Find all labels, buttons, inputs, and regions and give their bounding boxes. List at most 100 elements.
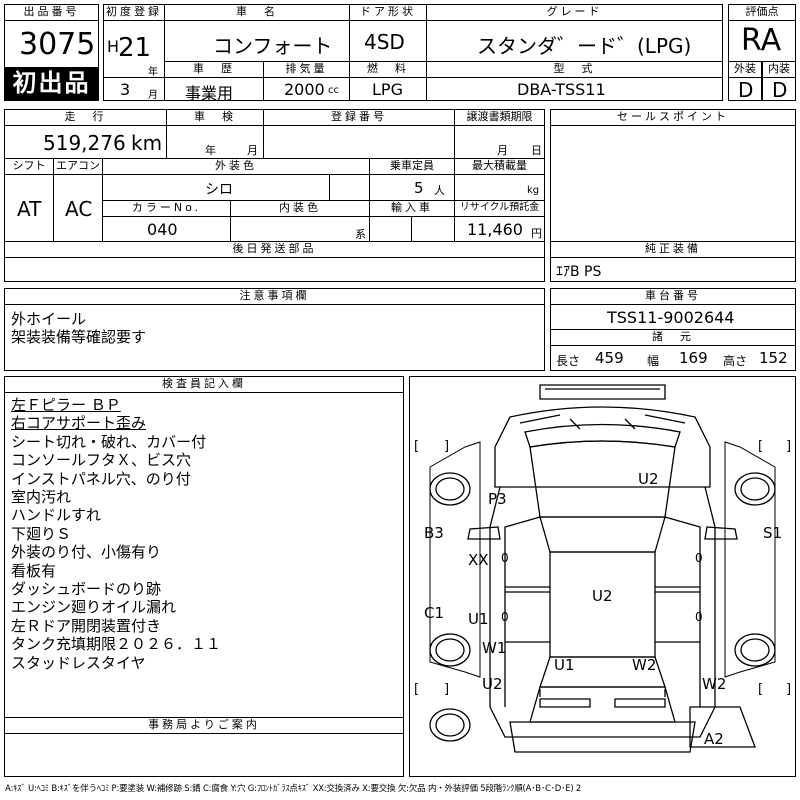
inspection-label: 車 検 [166,109,264,126]
inspector-line: 左Ｆピラー ＢＰ [11,396,121,414]
damage-mark: U1 [554,656,575,674]
damage-mark: 0 [695,551,703,565]
bracket-mark: [ [758,439,764,454]
damage-mark: W2 [632,656,657,674]
later-parts-label: 後日発送部品 [4,241,545,258]
length-label: 長さ [556,354,581,368]
height: 152 [759,349,788,367]
caution-line: 架装装備等確認要す [11,328,147,347]
inspector-line: シート切れ・破れ、カバー付 [11,432,207,451]
inspector-line: ハンドルすれ [11,506,102,525]
grade-label: グレード [426,4,723,21]
max-load-unit: kg [527,185,540,196]
damage-mark: S1 [763,524,783,542]
int-color-label: 内装色 [230,200,370,217]
caution-line: 外ホイール [11,310,87,328]
spec-cell: 長さ 459 幅 169 高さ 152 [550,345,796,371]
damage-mark: P3 [488,490,507,508]
int-grade: D [772,78,788,101]
height-label: 高さ [723,354,748,368]
year-unit: 年 [148,67,158,78]
insp-year-unit: 年 [205,144,216,157]
score: RA [741,23,782,58]
lot-number-label: 出品番号 [4,4,99,21]
import-label: 輸入車 [369,200,455,217]
damage-mark: U1 [468,610,489,628]
max-load-cell: kg [454,174,545,201]
max-load-label: 最大積載量 [454,158,545,175]
genuine-cell: ｴｱB PS [550,257,796,282]
recycle-cell: 11,460 円 [454,216,545,242]
fuel-label: 燃 料 [349,61,427,78]
grade-cell: スタンダ゛ード゛(LPG) [426,20,723,62]
door-cell: 4SD [349,20,427,62]
import-cell-a [369,216,412,242]
office-cell [4,733,404,777]
bracket-mark: ] [444,439,450,454]
bracket-mark: [ [758,682,764,697]
reg-no-cell [263,125,455,159]
int-grade-cell: D [762,77,796,101]
displacement-cell: 2000 cc [263,77,350,101]
damage-mark: W1 [482,639,507,657]
damage-mark: XX [468,551,489,569]
later-parts-cell [4,257,545,282]
model-label: 型 式 [426,61,723,78]
damage-mark: 0 [501,610,509,624]
chassis-cell: TSS11-9002644 [550,304,796,330]
length: 459 [595,349,624,367]
damage-mark: 0 [695,610,703,624]
reg-no-label: 登録番号 [263,109,455,126]
legend-text: A:ｷｽﾞ U:ﾍｺﾐ B:ｷｽﾞを伴うﾍｺﾐ P:要塗装 W:補修跡 S:錆 … [5,784,582,794]
color-no: 040 [147,220,178,239]
capacity-unit: 人 [434,184,445,197]
model-cell: DBA-TSS11 [426,77,723,101]
color-no-cell: 040 [102,216,231,242]
door-type: 4SD [364,30,405,54]
caution-label: 注意事項欄 [4,288,545,305]
bracket-mark: ] [786,439,792,454]
first-reg-label: 初度登録 [103,4,165,21]
inspector-label: 検査員記入欄 [4,376,404,393]
damage-mark: W2 [702,675,727,693]
displacement: 2000 [284,80,325,99]
reg-month: 3 [120,80,131,99]
mileage: 519,276 [43,131,126,155]
reg-year: 21 [118,33,152,63]
damage-mark: B3 [424,524,444,542]
color-no-label: カラーNo. [102,200,231,217]
int-grade-label: 内装 [762,61,796,78]
inspector-line: 右コアサポート歪み [11,414,147,433]
recycle: 11,460 [467,220,523,239]
recycle-unit: 円 [531,227,542,240]
chassis-number: TSS11-9002644 [607,308,735,327]
import-cell-b [411,216,455,242]
displacement-label: 排気量 [263,61,350,78]
first-reg-year: H 21 年 [103,20,165,78]
era-mark: H [107,37,120,56]
ac-cell: AC [53,174,103,242]
inspector-line: タンク充填期限２０２６．１１ [11,635,222,654]
score-label: 評価点 [728,4,796,21]
ac: AC [65,197,93,221]
damage-mark: A2 [704,730,724,748]
history: 事業用 [185,84,234,101]
ext-color-blank [329,174,370,201]
shift: AT [17,197,42,221]
bracket-mark: ] [444,682,450,697]
inspector-line: 左Ｒドア開閉装置付き [11,616,162,635]
capacity-cell: 5 人 [369,174,455,201]
ac-label: エアコン [53,158,103,175]
inspection-cell: 年 月 [166,125,264,159]
door-label: ドア形状 [349,4,427,21]
car-outline-svg [429,384,776,753]
inspector-line: ダッシュボードのり跡 [11,580,162,599]
ext-color: シロ [205,182,233,198]
month-unit: 月 [148,90,158,101]
damage-mark: U2 [592,587,613,605]
ext-color-label: 外装色 [102,158,370,175]
chassis-label: 車台番号 [550,288,796,305]
transfer-day: 日 [531,144,542,157]
shift-cell: AT [4,174,54,242]
sales-point-cell [550,125,796,242]
